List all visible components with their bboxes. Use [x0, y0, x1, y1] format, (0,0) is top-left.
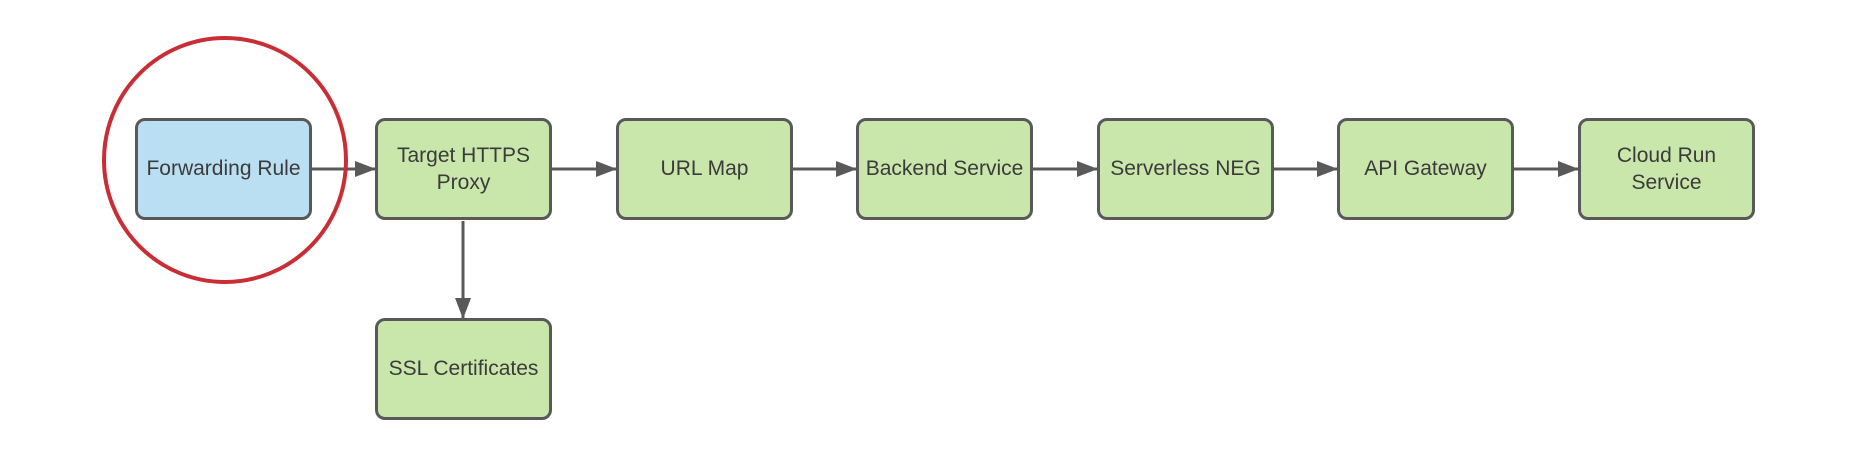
node-api-gateway: API Gateway: [1337, 118, 1514, 220]
node-label: URL Map: [660, 157, 749, 181]
node-ssl-certificates: SSL Certificates: [375, 318, 552, 420]
node-label: Forwarding Rule: [146, 157, 301, 181]
node-forwarding-rule: Forwarding Rule: [135, 118, 312, 220]
node-backend-service: Backend Service: [856, 118, 1033, 220]
node-label: API Gateway: [1364, 157, 1487, 181]
node-label: Target HTTPS Proxy: [396, 143, 531, 194]
node-label: Backend Service: [865, 157, 1024, 181]
node-label: SSL Certificates: [388, 357, 539, 381]
node-label: Serverless NEG: [1110, 157, 1261, 181]
node-cloud-run-service: Cloud Run Service: [1578, 118, 1755, 220]
highlight-circle: [102, 36, 348, 284]
node-serverless-neg: Serverless NEG: [1097, 118, 1274, 220]
node-target-https-proxy: Target HTTPS Proxy: [375, 118, 552, 220]
node-url-map: URL Map: [616, 118, 793, 220]
node-label: Cloud Run Service: [1616, 143, 1717, 194]
